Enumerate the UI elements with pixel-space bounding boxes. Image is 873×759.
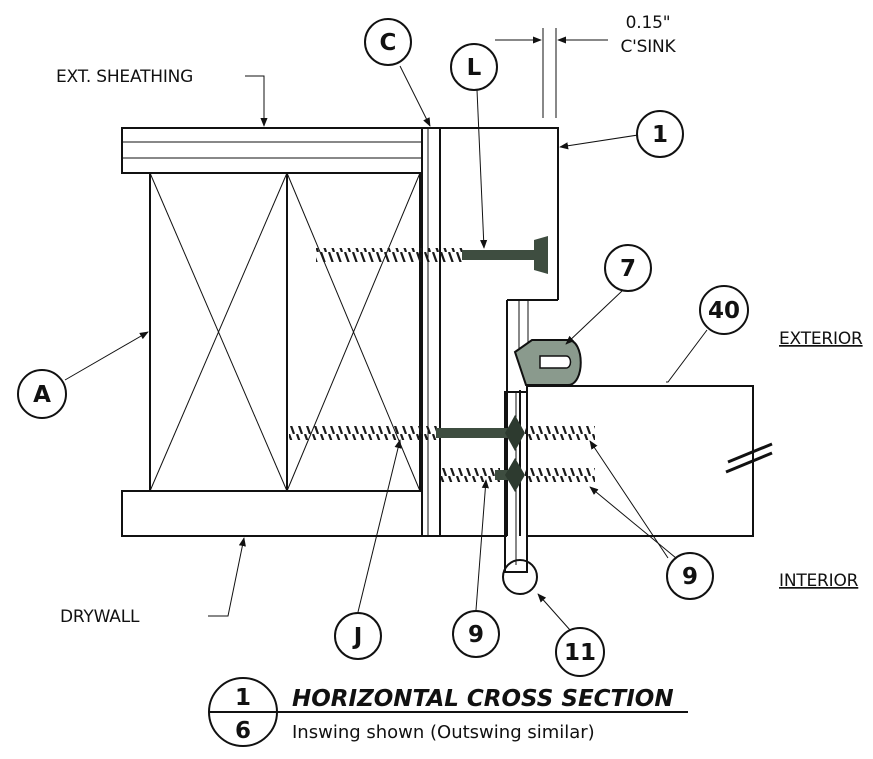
callout-40: 40: [699, 285, 749, 335]
callout-9-bottom-text: 9: [468, 622, 484, 648]
callout-11-text: 11: [564, 640, 596, 666]
stud-framing: [149, 172, 421, 492]
detail-number: 1: [235, 685, 251, 711]
break-mark: [725, 442, 773, 474]
weatherstrip: [513, 299, 582, 386]
callout-11: 11: [555, 627, 605, 677]
callout-J: J: [334, 612, 382, 660]
screw-J: [289, 415, 595, 451]
callout-9-right: 9: [666, 552, 714, 600]
callout-1: 1: [636, 110, 684, 158]
drywall-board: [121, 490, 423, 537]
csink-dimension: [495, 28, 608, 118]
callout-L: L: [450, 43, 498, 91]
callout-J-text: J: [352, 624, 363, 650]
callout-A-text: A: [33, 382, 51, 408]
leader-lines: [64, 65, 708, 631]
shim-strip: [421, 127, 441, 537]
callout-9-bottom: 9: [452, 610, 500, 658]
title-block: 1 6 HORIZONTAL CROSS SECTION Inswing sho…: [208, 677, 688, 747]
drawing-subtitle: Inswing shown (Outswing similar): [292, 722, 595, 743]
callout-7: 7: [604, 244, 652, 292]
screw-L: [316, 236, 548, 274]
callout-L-text: L: [467, 55, 482, 81]
screw-9: [440, 458, 595, 492]
callout-7-text: 7: [620, 256, 636, 282]
callout-1-text: 1: [652, 122, 668, 148]
csink-label: C'SINK: [620, 37, 676, 57]
csink-dimension-value: 0.15": [626, 13, 671, 33]
drawing-title: HORIZONTAL CROSS SECTION: [292, 686, 674, 712]
callout-A: A: [17, 369, 67, 419]
sheet-number: 6: [235, 718, 251, 744]
ext-sheathing-label: EXT. SHEATHING: [56, 67, 193, 87]
drywall-label: DRYWALL: [60, 607, 140, 627]
callout-40-text: 40: [708, 298, 740, 324]
exterior-sheathing: [121, 127, 423, 174]
callout-9-right-text: 9: [682, 564, 698, 590]
callout-C-text: C: [380, 30, 397, 56]
exterior-label: EXTERIOR: [779, 329, 863, 349]
callout-C: C: [364, 18, 412, 66]
interior-label: INTERIOR: [779, 571, 859, 591]
